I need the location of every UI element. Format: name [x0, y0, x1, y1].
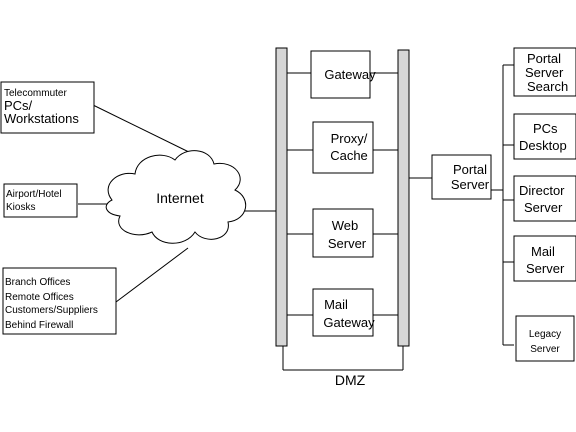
kiosks-box: Airport/Hotel Kiosks	[3, 183, 78, 218]
offices-line-3: Customers/Suppliers	[5, 305, 98, 316]
gateway-box: Gateway	[310, 50, 376, 99]
legacy-line-1: Legacy	[529, 329, 561, 340]
directory-line-2: Server	[524, 200, 563, 215]
mail-gateway-line-2: Gateway	[323, 315, 375, 330]
proxy-cache-box: Proxy/ Cache	[312, 121, 374, 174]
internet-label: Internet	[156, 190, 204, 206]
mail-gateway-box: Mail Gateway	[312, 288, 375, 337]
mail-server-box: Mail Server	[513, 235, 576, 282]
mail-gateway-line-1: Mail	[324, 297, 348, 312]
telecommuter-box: Telecommuter PCs/ Workstations	[0, 81, 95, 134]
mail-server-line-2: Server	[526, 261, 565, 276]
gateway-line-1: Gateway	[324, 67, 376, 82]
desktop-line-2: Desktop	[519, 138, 567, 153]
offices-line-1: Branch Offices	[5, 277, 70, 288]
portal-server-line-1: Portal	[453, 162, 487, 177]
proxy-line-1: Proxy/	[331, 131, 368, 146]
offices-line-2: Remote Offices	[5, 292, 74, 303]
telecommuter-line-1: Telecommuter	[4, 88, 67, 99]
dmz-left-bus	[275, 47, 288, 347]
telecommuter-line-3: Workstations	[4, 111, 79, 126]
legacy-server-box: Legacy Server	[515, 315, 575, 362]
legacy-line-2: Server	[530, 344, 560, 355]
dmz-label: DMZ	[335, 372, 366, 388]
search-line-3: Search	[527, 79, 568, 94]
telecommuter-line-2: PCs/	[4, 98, 33, 113]
kiosks-line-2: Kiosks	[6, 202, 35, 213]
web-line-2: Server	[328, 236, 367, 251]
portal-server-search-box: Portal Server Search	[513, 47, 576, 97]
search-line-2: Server	[525, 65, 564, 80]
connector-lines	[78, 64, 514, 371]
directory-line-1: Director	[519, 183, 565, 198]
portal-server-box: Portal Server	[431, 154, 492, 200]
directory-server-box: Director Server	[513, 175, 576, 222]
search-line-1: Portal	[527, 51, 561, 66]
mail-server-line-1: Mail	[531, 244, 555, 259]
web-server-box: Web Server	[312, 208, 374, 258]
web-line-1: Web	[332, 218, 359, 233]
pcs-desktop-box: PCs Desktop	[513, 113, 576, 160]
proxy-line-2: Cache	[330, 148, 368, 163]
kiosks-line-1: Airport/Hotel	[6, 189, 62, 200]
dmz-right-bus	[397, 49, 410, 347]
offices-line-4: Behind Firewall	[5, 320, 73, 331]
portal-server-line-2: Server	[451, 177, 490, 192]
offices-box: Branch Offices Remote Offices Customers/…	[2, 267, 117, 335]
desktop-line-1: PCs	[533, 121, 558, 136]
internet-cloud: Internet	[105, 150, 247, 244]
